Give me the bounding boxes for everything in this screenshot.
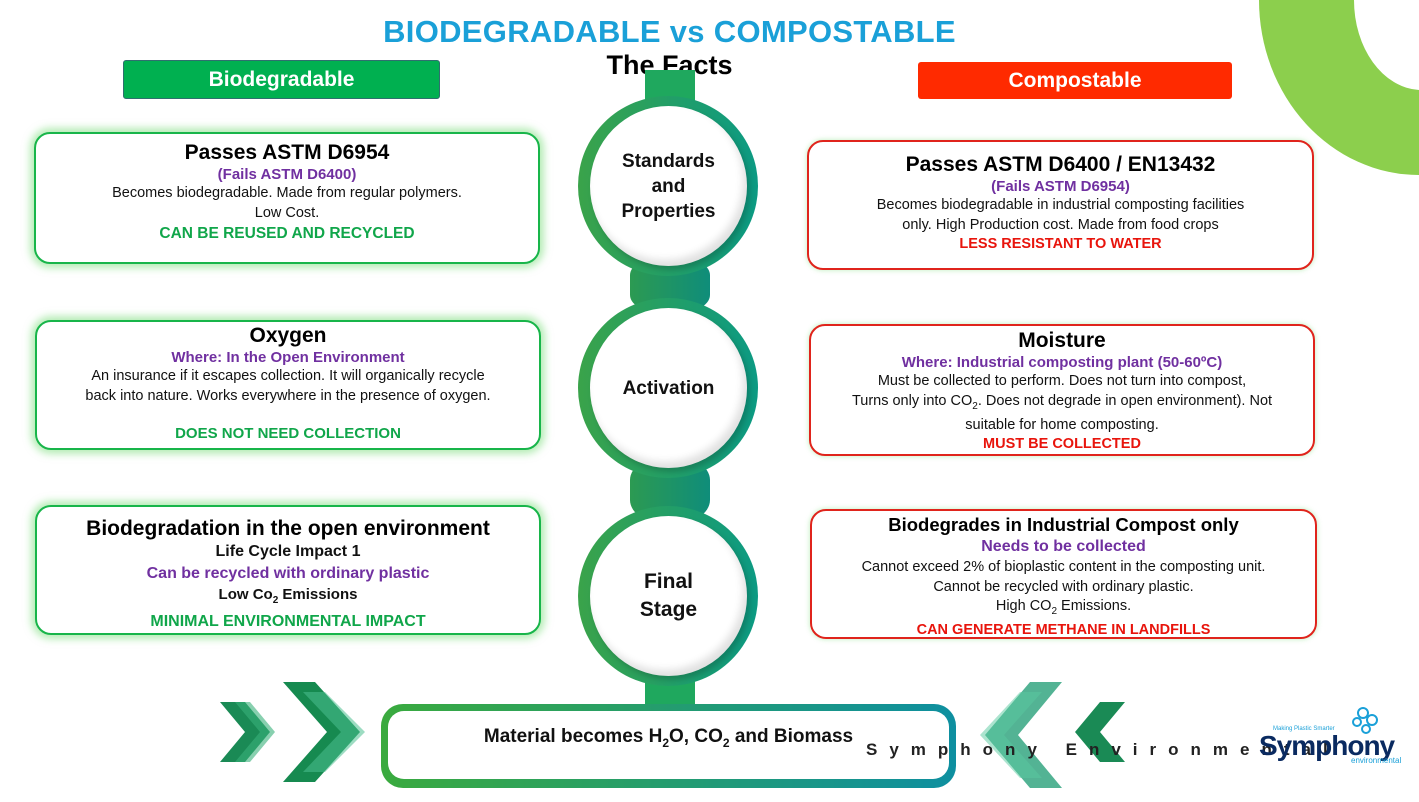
compostable-activation-card: Moisture Where: Industrial composting pl… bbox=[809, 324, 1315, 456]
card-subheading: Can be recycled with ordinary plastic bbox=[146, 565, 430, 582]
card-text: Must be collected to perform. Does not t… bbox=[877, 373, 1247, 389]
card-highlight: CAN BE REUSED AND RECYCLED bbox=[159, 225, 415, 242]
card-subheading: (Fails ASTM D6954) bbox=[991, 178, 1130, 195]
compostable-final-card: Biodegrades in Industrial Compost only N… bbox=[810, 509, 1317, 639]
card-heading: Biodegrades in Industrial Compost only bbox=[888, 514, 1239, 535]
page-title: BIODEGRADABLE vs COMPOSTABLE bbox=[383, 14, 956, 49]
card-heading: Biodegradation in the open environment bbox=[86, 517, 490, 540]
card-highlight: CAN GENERATE METHANE IN LANDFILLS bbox=[916, 622, 1211, 639]
card-subheading: (Fails ASTM D6400) bbox=[217, 166, 357, 183]
card-text: back into nature. Works everywhere in th… bbox=[85, 387, 491, 404]
card-text: Cannot exceed 2% of bioplastic content i… bbox=[861, 559, 1266, 575]
card-text: suitable for home composting. bbox=[965, 416, 1159, 433]
corner-arc-decoration bbox=[1259, 0, 1419, 175]
card-emissions: Low Co2 Emissions bbox=[218, 586, 358, 606]
card-subheading: Where: In the Open Environment bbox=[171, 349, 405, 366]
right-chevron-icons bbox=[220, 682, 365, 782]
card-heading: Moisture bbox=[1018, 329, 1106, 352]
biodegradable-final-card: Biodegradation in the open environment L… bbox=[35, 505, 541, 635]
svg-text:environmental: environmental bbox=[1351, 756, 1401, 765]
result-box: Material becomes H2O, CO2 and Biomass bbox=[381, 704, 956, 788]
card-subheading: Needs to be collected bbox=[981, 538, 1146, 555]
card-highlight: MUST BE COLLECTED bbox=[983, 436, 1141, 453]
svg-text:Making Plastic Smarter: Making Plastic Smarter bbox=[1273, 726, 1335, 732]
card-highlight: MINIMAL ENVIRONMENTAL IMPACT bbox=[150, 612, 426, 630]
card-text: Turns only into CO2. Does not degrade in… bbox=[851, 392, 1273, 412]
card-text: Becomes biodegradable in industrial comp… bbox=[876, 197, 1245, 213]
compostable-standards-card: Passes ASTM D6400 / EN13432 (Fails ASTM … bbox=[807, 140, 1314, 270]
svg-text:Symphony: Symphony bbox=[1259, 730, 1396, 761]
watermark-text: Symphony Environmental bbox=[866, 740, 1340, 759]
card-highlight: DOES NOT NEED COLLECTION bbox=[175, 425, 401, 442]
card-text: only. High Production cost. Made from fo… bbox=[902, 216, 1219, 233]
stage-activation: Activation bbox=[578, 298, 758, 478]
biodegradable-standards-card: Passes ASTM D6954 (Fails ASTM D6400) Bec… bbox=[34, 132, 540, 264]
card-text: An insurance if it escapes collection. I… bbox=[91, 368, 485, 384]
card-text: Life Cycle Impact 1 bbox=[215, 543, 361, 560]
card-highlight: LESS RESISTANT TO WATER bbox=[959, 236, 1162, 252]
card-text: High CO2 Emissions. bbox=[995, 598, 1132, 617]
left-chevron-icons bbox=[980, 682, 1125, 788]
biodegradable-activation-card: Oxygen Where: In the Open Environment An… bbox=[35, 320, 541, 450]
card-subheading: Where: Industrial composting plant (50-6… bbox=[901, 354, 1223, 371]
biodegradable-label: Biodegradable bbox=[123, 60, 440, 99]
compostable-label: Compostable bbox=[918, 62, 1232, 99]
card-text: Becomes biodegradable. Made from regular… bbox=[112, 185, 462, 201]
symphony-logo: Making Plastic Smarter Symphony environm… bbox=[1255, 705, 1405, 765]
card-heading: Passes ASTM D6954 bbox=[184, 141, 390, 164]
stage-label: Activation bbox=[590, 308, 747, 468]
card-heading: Passes ASTM D6400 / EN13432 bbox=[905, 153, 1216, 176]
card-text: Cannot be recycled with ordinary plastic… bbox=[933, 578, 1194, 595]
card-heading: Oxygen bbox=[249, 324, 327, 347]
card-text: Low Cost. bbox=[254, 204, 320, 221]
result-text: Material becomes H2O, CO2 and Biomass bbox=[388, 711, 949, 779]
